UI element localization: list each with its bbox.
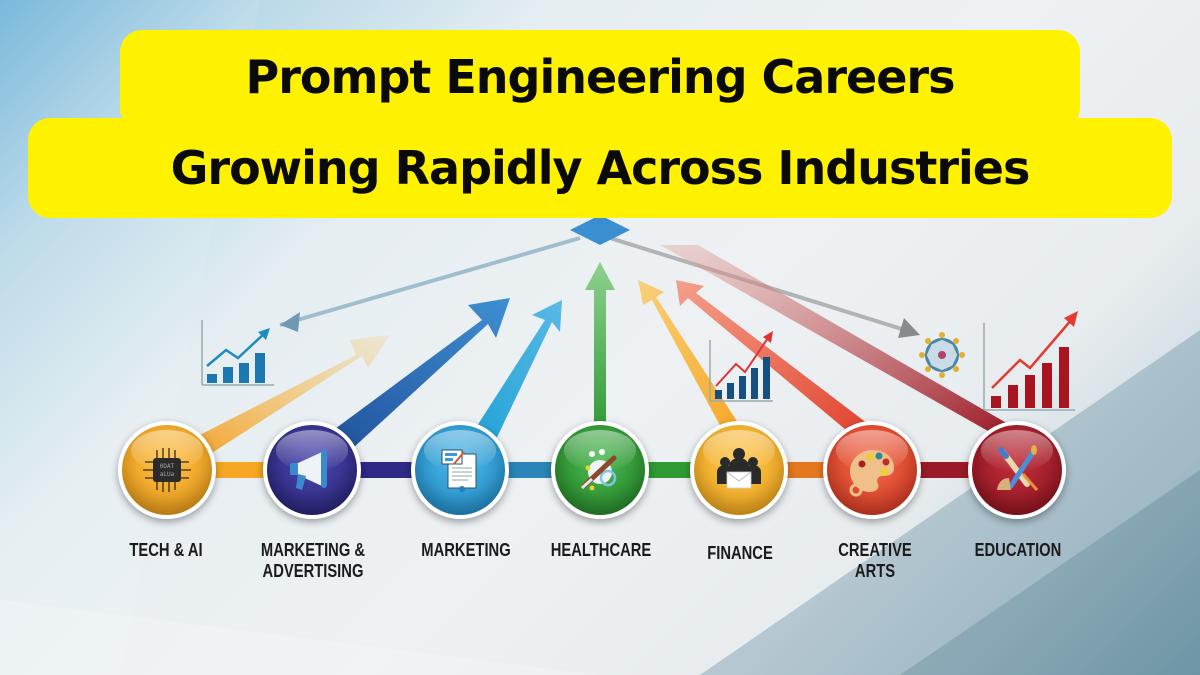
medical-tools-icon [580,449,617,491]
label-tech-ai: TECH & AI [129,540,203,560]
label-healthcare: HEALTHCARE [550,540,652,560]
chip-icon: 0DAT aLUa [143,448,191,492]
megaphone-icon [290,450,327,490]
arrow-head [280,312,300,332]
node-finance[interactable] [690,421,788,519]
svg-text:0DAT: 0DAT [160,463,175,470]
title-banner: Prompt Engineering Careers Growing Rapid… [0,0,1200,220]
title-line-2: Growing Rapidly Across Industries [28,118,1172,218]
network-icon [919,332,965,378]
pencil-brush-icon [997,445,1039,491]
palette-icon [849,450,894,497]
title-line-1: Prompt Engineering Careers [120,30,1080,130]
node-creative-arts[interactable] [823,421,921,519]
blue-growth-chart-small-icon [709,331,773,402]
node-tech-ai[interactable]: 0DAT aLUa [118,421,216,519]
label-education: EDUCATION [974,540,1062,560]
blue-growth-chart-icon [201,320,274,386]
node-marketing-advertising[interactable] [263,421,361,519]
label-marketing: MARKETING [421,540,511,560]
node-education[interactable] [968,421,1066,519]
people-envelope-icon [717,448,761,489]
label-marketing-advertising: MARKETING &ADVERTISING [260,540,366,581]
node-marketing[interactable] [411,421,509,519]
svg-text:aLUa: aLUa [160,471,175,478]
document-icon [441,449,477,492]
label-finance: FINANCE [707,543,773,563]
node-healthcare[interactable] [551,421,649,519]
red-growth-chart-icon [983,311,1078,411]
hub-diamond [570,215,630,245]
